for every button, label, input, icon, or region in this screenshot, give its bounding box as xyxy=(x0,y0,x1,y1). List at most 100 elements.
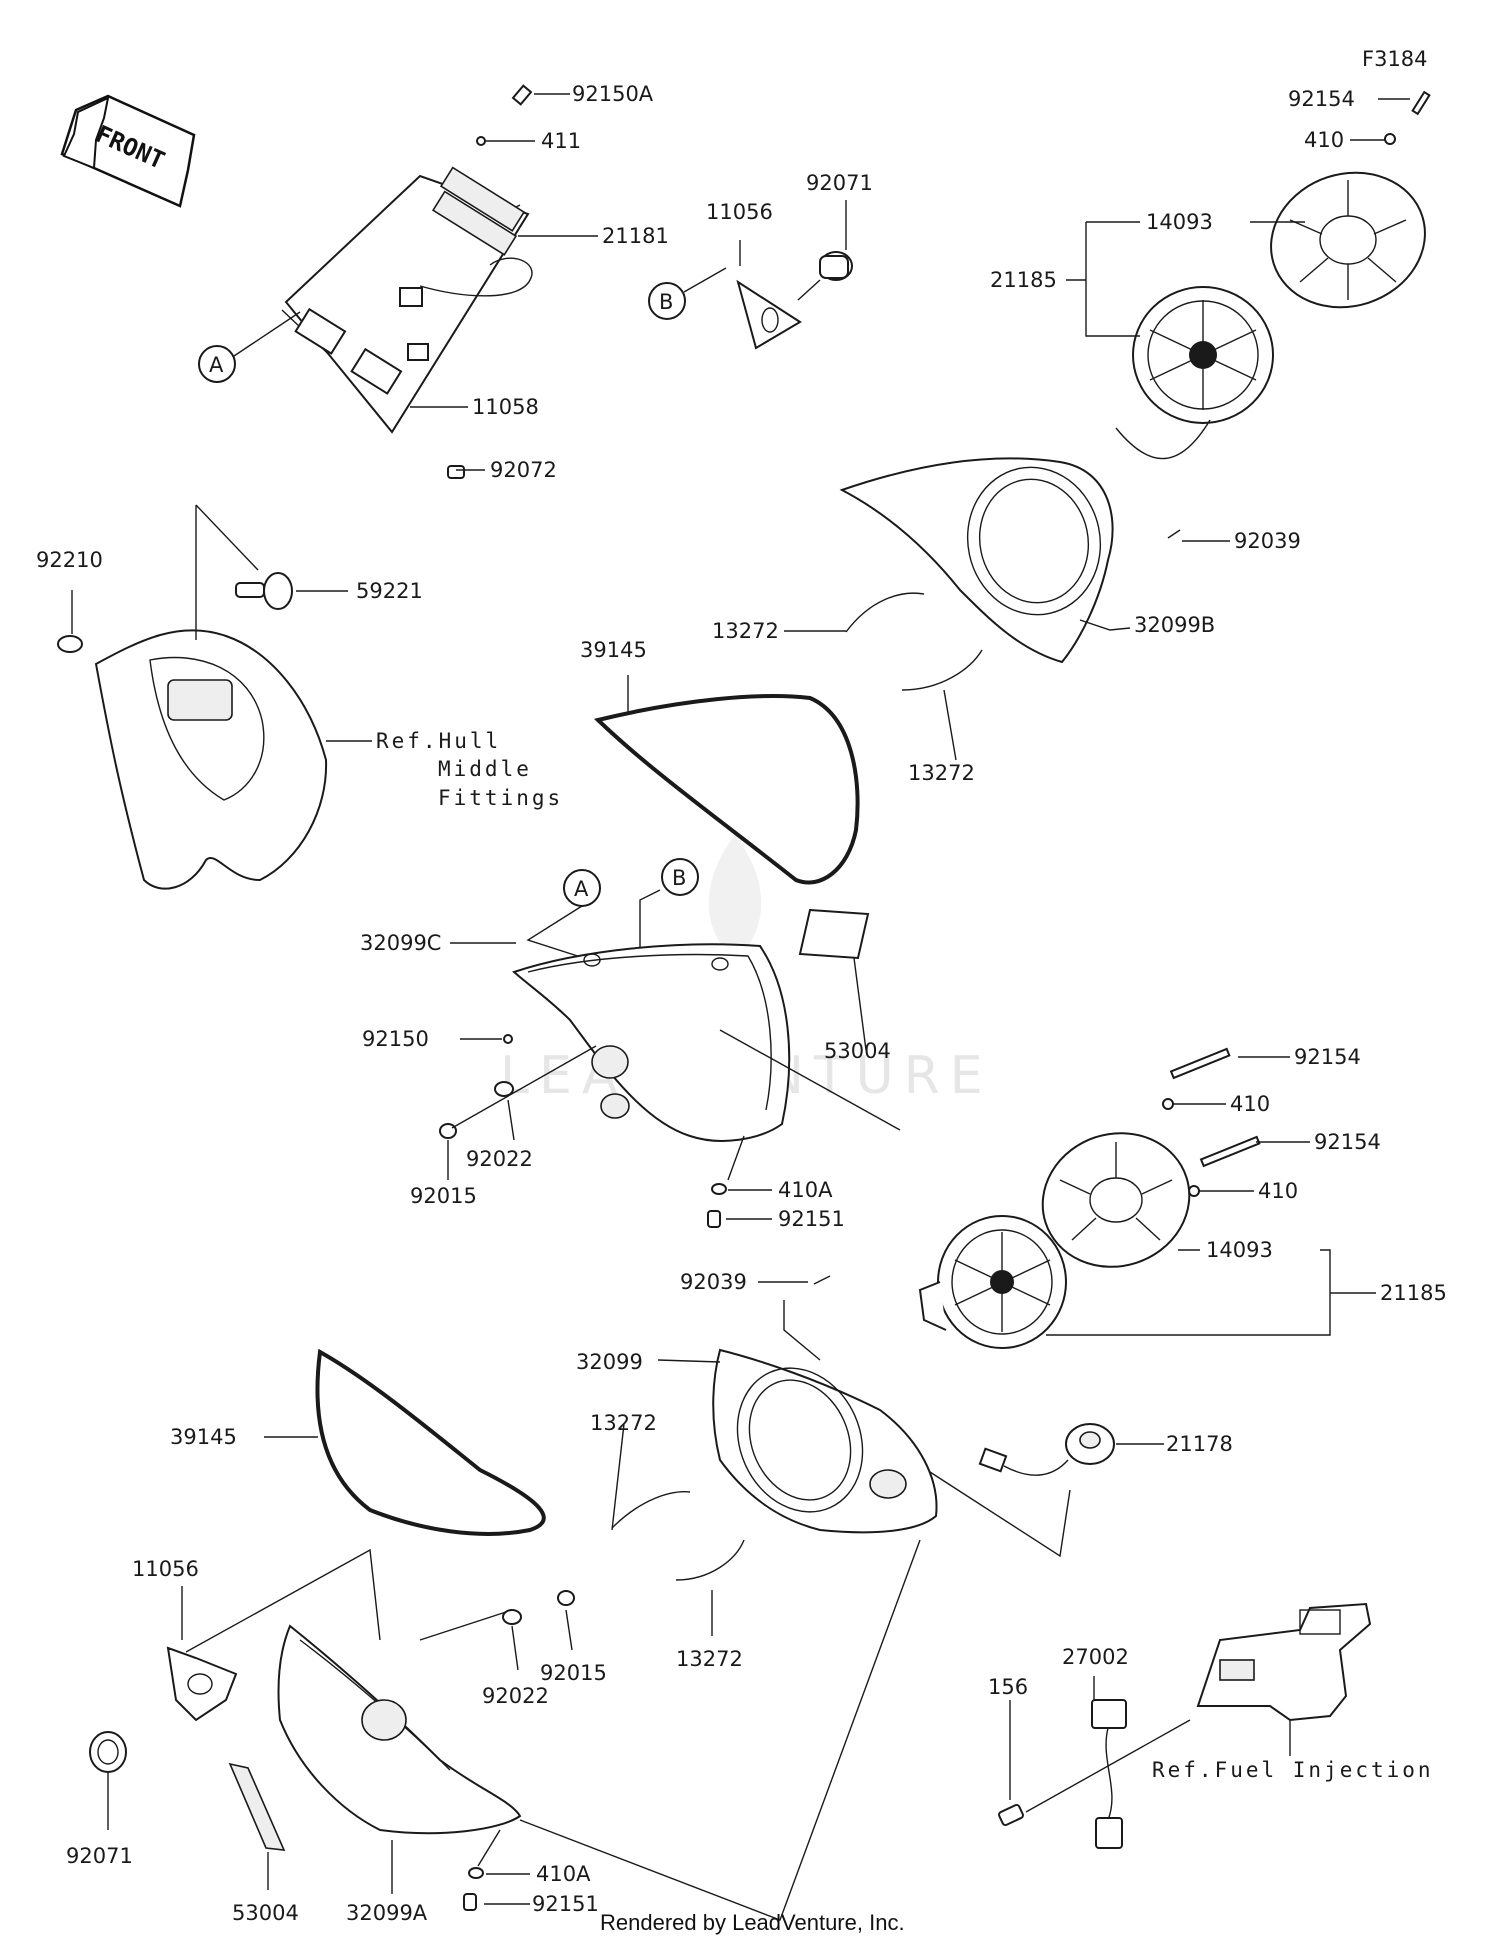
label-32099B: 32099B xyxy=(1134,613,1215,637)
label-plate-53004-mid xyxy=(798,908,870,960)
amplifier-assembly xyxy=(281,166,533,434)
label-11056-low: 11056 xyxy=(132,1557,199,1581)
label-32099: 32099 xyxy=(576,1350,643,1374)
screw-92039-mid xyxy=(813,1275,831,1285)
washer-410A-mid xyxy=(711,1183,727,1195)
label-32099C: 32099C xyxy=(360,931,441,955)
label-21185-mid: 21185 xyxy=(1380,1281,1447,1305)
label-410-mid2: 410 xyxy=(1258,1179,1298,1203)
label-53004-low: 53004 xyxy=(232,1901,299,1925)
callout-b-top-label: B xyxy=(659,290,673,314)
label-11058: 11058 xyxy=(472,395,539,419)
nut-92015-low xyxy=(557,1590,575,1606)
gasket-13272-a xyxy=(845,592,925,633)
label-92151-mid: 92151 xyxy=(778,1207,845,1231)
label-410-top: 410 xyxy=(1304,128,1344,152)
screw-92154-mid1 xyxy=(1169,1047,1231,1080)
relay-27002 xyxy=(1091,1699,1127,1849)
label-plate-53004-low xyxy=(228,1762,286,1851)
callout-b-top xyxy=(648,282,686,320)
label-13272-d: 13272 xyxy=(676,1647,743,1671)
bracket-11056-low xyxy=(166,1646,238,1722)
screw-92154-top xyxy=(1411,90,1431,116)
gasket-13272-b xyxy=(901,649,983,691)
label-ref-hull-line3: Fittings xyxy=(438,786,563,810)
label-92210: 92210 xyxy=(36,548,103,572)
grommet-92071-top xyxy=(819,251,853,281)
plug-59221 xyxy=(235,572,293,610)
label-92039-mid: 92039 xyxy=(680,1270,747,1294)
front-arrow-icon: FRONT xyxy=(60,94,196,208)
cover-32099A xyxy=(277,1624,522,1835)
cover-32099C xyxy=(512,943,791,1142)
gasket-13272-d xyxy=(675,1539,745,1581)
label-92154-top: 92154 xyxy=(1288,87,1355,111)
grommet-92071-low xyxy=(89,1731,127,1773)
callout-a-top xyxy=(198,345,236,383)
hull-middle-fittings xyxy=(94,629,328,890)
speaker-grill-14093-top xyxy=(1270,171,1426,309)
speaker-grill-14093-mid xyxy=(1041,1132,1191,1268)
callout-a-mid-label: A xyxy=(574,877,589,901)
label-92151-low: 92151 xyxy=(532,1892,599,1916)
label-92150: 92150 xyxy=(362,1027,429,1051)
tweeter-21178 xyxy=(978,1423,1115,1476)
label-410-mid1: 410 xyxy=(1230,1092,1270,1116)
label-411: 411 xyxy=(541,129,581,153)
washer-411 xyxy=(476,136,486,146)
label-39145-top: 39145 xyxy=(580,638,647,662)
label-92015-mid: 92015 xyxy=(410,1184,477,1208)
label-13272-b: 13272 xyxy=(908,761,975,785)
screw-92039-top xyxy=(1167,529,1181,539)
label-32099A: 32099A xyxy=(346,1901,428,1925)
label-92072: 92072 xyxy=(490,458,557,482)
label-27002: 27002 xyxy=(1062,1645,1129,1669)
label-92039-top: 92039 xyxy=(1234,529,1301,553)
label-ref-fuel: Ref.Fuel Injection xyxy=(1152,1758,1434,1782)
label-21181: 21181 xyxy=(602,224,669,248)
label-21185-top: 21185 xyxy=(990,268,1057,292)
speaker-21185-mid xyxy=(918,1215,1067,1349)
washer-92150 xyxy=(503,1034,513,1044)
callout-a-top-label: A xyxy=(209,353,224,377)
label-53004-mid: 53004 xyxy=(824,1039,891,1063)
label-92071-top: 92071 xyxy=(806,171,873,195)
label-ref-hull-line2: Middle xyxy=(438,757,532,781)
label-14093-top: 14093 xyxy=(1146,210,1213,234)
label-21178: 21178 xyxy=(1166,1432,1233,1456)
label-92071-low: 92071 xyxy=(66,1844,133,1868)
label-156: 156 xyxy=(988,1675,1028,1699)
label-59221: 59221 xyxy=(356,579,423,603)
washer-92022-low xyxy=(502,1609,522,1625)
label-410A-low: 410A xyxy=(536,1862,591,1886)
label-ref-hull-line1: Ref.Hull xyxy=(376,729,501,753)
screw-92151-mid xyxy=(707,1210,721,1228)
screw-92151-low xyxy=(463,1893,477,1911)
speaker-housing-32099 xyxy=(712,1348,938,1534)
cap-92210 xyxy=(57,635,83,653)
seal-39145-top xyxy=(593,694,860,885)
label-39145-low: 39145 xyxy=(170,1425,237,1449)
label-92150A: 92150A xyxy=(572,82,654,106)
label-410A-mid: 410A xyxy=(778,1178,833,1202)
callout-b-mid xyxy=(661,858,699,896)
label-92154-mid1: 92154 xyxy=(1294,1045,1361,1069)
fuel-injection-bracket xyxy=(1196,1602,1372,1722)
washer-410-top xyxy=(1384,133,1396,145)
washer-410A-low xyxy=(468,1867,484,1879)
speaker-21185-top xyxy=(1132,286,1274,424)
washer-92022-mid xyxy=(494,1081,514,1097)
callout-b-mid-label: B xyxy=(672,866,686,890)
label-92022-mid: 92022 xyxy=(466,1147,533,1171)
watermark-flame-icon xyxy=(708,835,762,960)
speaker-housing-32099B xyxy=(839,457,1114,664)
seal-39145-low xyxy=(315,1348,546,1536)
washer-410-mid1 xyxy=(1162,1098,1174,1110)
screw-92150A xyxy=(511,84,533,106)
label-13272-c: 13272 xyxy=(590,1411,657,1435)
screw-92154-mid2 xyxy=(1199,1135,1261,1168)
bolt-156 xyxy=(998,1803,1024,1827)
label-11056-top: 11056 xyxy=(706,200,773,224)
label-92022-low: 92022 xyxy=(482,1684,549,1708)
